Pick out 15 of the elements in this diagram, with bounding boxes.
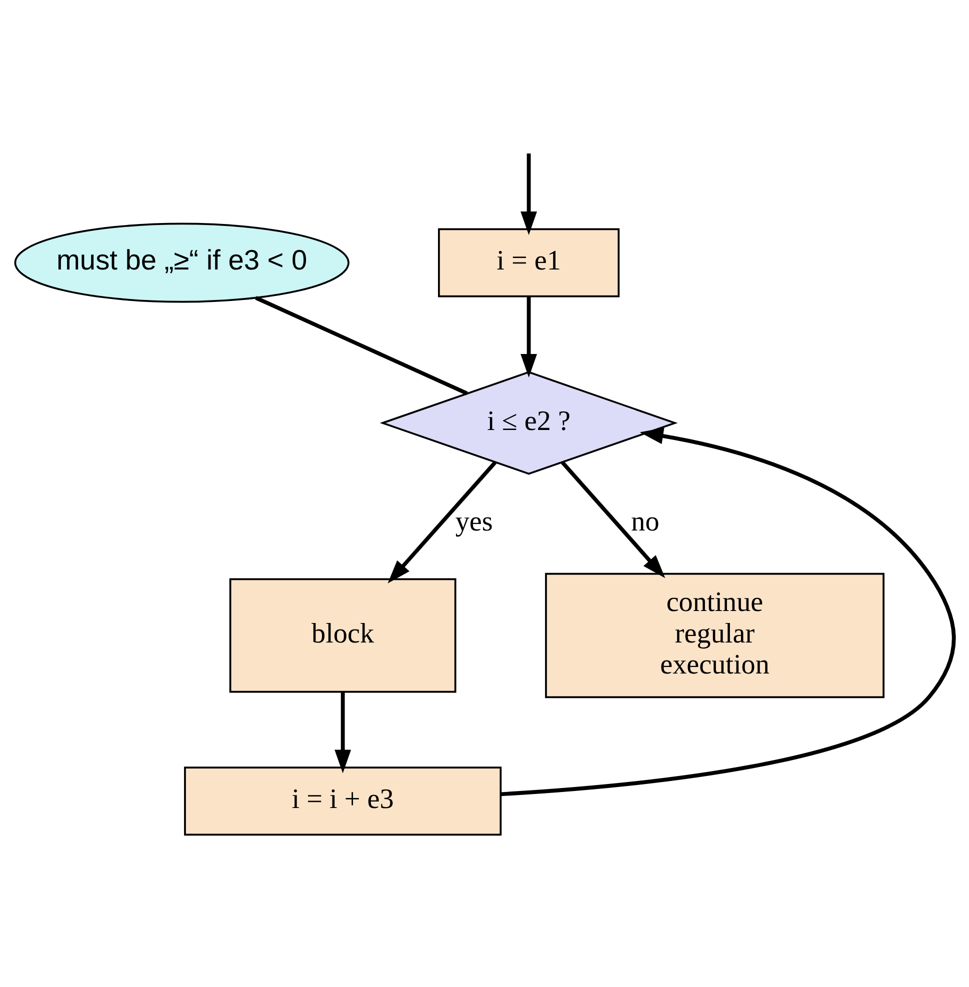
node-box: i = e1 (438, 228, 620, 298)
edge-label: no (631, 506, 660, 538)
edge-label: yes (455, 506, 493, 538)
arrow (388, 461, 497, 584)
node-box: continue regular execution (545, 572, 884, 698)
connector (255, 296, 468, 396)
node-box: i = i + e3 (184, 766, 502, 836)
node-ellipse: must be „≥“ if e3 < 0 (14, 222, 350, 303)
arrow (561, 461, 666, 578)
arrow (334, 692, 352, 774)
arrow (500, 428, 956, 796)
arrow (520, 153, 538, 236)
arrow (520, 296, 538, 378)
node-box: block (229, 578, 456, 693)
node-diamond: i ≤ e2 ? (380, 371, 678, 475)
